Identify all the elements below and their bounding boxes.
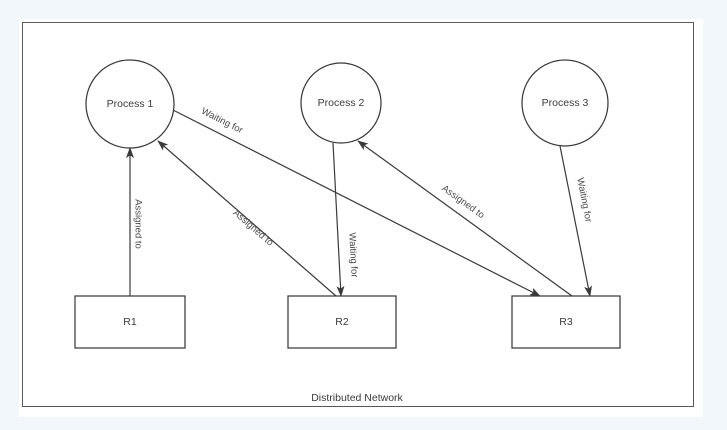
edge-label: Assigned to	[440, 183, 487, 221]
process-node-label: Process 3	[542, 97, 589, 109]
edge-label: Waiting for	[574, 177, 593, 223]
edge-label: Waiting for	[346, 232, 359, 278]
process-node-label: Process 2	[318, 97, 365, 109]
nodes-layer: Process 1 Process 2 Process 3 R1 R2 R3	[74, 59, 621, 349]
process-node-p1[interactable]: Process 1	[85, 59, 175, 149]
diagram-caption: Distributed Network	[311, 392, 403, 404]
edge-line	[357, 140, 573, 297]
edge-r1-to-p1: Assigned to	[126, 147, 143, 296]
edge-label: Assigned to	[132, 199, 143, 249]
edge-label: Waiting for	[199, 106, 244, 136]
process-circle[interactable]	[85, 59, 175, 149]
resource-rect[interactable]	[74, 295, 186, 349]
edge-line	[172, 109, 541, 297]
edge-line	[332, 142, 345, 297]
resource-node-r2[interactable]: R2	[287, 295, 397, 349]
process-circle[interactable]	[300, 62, 382, 144]
resource-node-r1[interactable]: R1	[74, 295, 186, 349]
edge-line	[157, 140, 337, 297]
process-node-p3[interactable]: Process 3	[521, 59, 609, 147]
resource-node-label: R1	[123, 316, 137, 328]
process-node-label: Process 1	[107, 98, 154, 110]
edge-p2-to-r2: Waiting for	[332, 142, 360, 297]
resource-rect[interactable]	[511, 295, 621, 349]
resource-node-label: R2	[335, 316, 349, 328]
edge-line	[559, 145, 592, 297]
edge-r3-to-p2: Assigned to	[357, 140, 573, 297]
resource-node-label: R3	[559, 316, 573, 328]
edge-r2-to-p1: Assigned to	[157, 140, 337, 297]
edge-label: Assigned to	[231, 208, 276, 249]
resource-node-r3[interactable]: R3	[511, 295, 621, 349]
process-node-p2[interactable]: Process 2	[300, 62, 382, 144]
resource-rect[interactable]	[287, 295, 397, 349]
process-circle[interactable]	[521, 59, 609, 147]
edge-p3-to-r3: Waiting for	[559, 145, 594, 297]
